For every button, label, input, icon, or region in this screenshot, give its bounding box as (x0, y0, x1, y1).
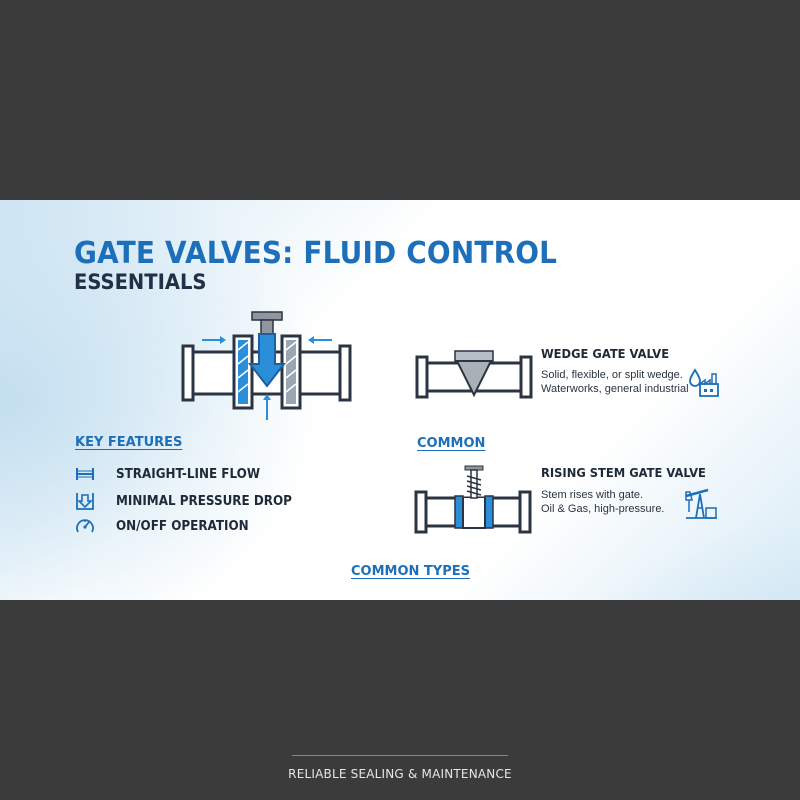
wedge-gate-valve-title: WEDGE GATE VALVE (541, 346, 670, 361)
rising-stem-gate-valve-diagram (414, 465, 532, 534)
wedge-gate-valve-desc-2: Waterworks, general industrial (541, 383, 689, 395)
page-title: GATE VALVES: FLUID CONTROL (74, 236, 558, 271)
feature-straight-line-flow: STRAIGHT-LINE FLOW (74, 463, 273, 485)
gauge-icon (76, 519, 94, 533)
pressure-drop-icon (76, 493, 94, 510)
feature-label: STRAIGHT-LINE FLOW (116, 466, 261, 482)
feature-on-off-operation: ON/OFF OPERATION (74, 515, 260, 537)
rising-stem-gate-valve-title: RISING STEM GATE VALVE (541, 465, 706, 480)
oil-pump-icon (685, 488, 717, 519)
main-gate-valve-diagram (181, 311, 352, 420)
wedge-gate-valve-diagram (415, 350, 533, 399)
straight-line-flow-icon (76, 468, 94, 480)
footer-tagline: RELIABLE SEALING & MAINTENANCE (288, 767, 512, 781)
wedge-gate-valve-desc-1: Solid, flexible, or split wedge. (541, 369, 683, 381)
page-subtitle: ESSENTIALS (74, 270, 207, 294)
common-heading: COMMON (417, 436, 486, 451)
common-types-heading: COMMON TYPES (351, 564, 470, 579)
rising-stem-gate-valve-desc-2: Oil & Gas, high-pressure. (541, 503, 665, 515)
key-features-heading: KEY FEATURES (75, 435, 183, 450)
feature-minimal-pressure-drop: MINIMAL PRESSURE DROP (74, 490, 307, 512)
footer-divider (292, 755, 508, 756)
water-factory-icon (689, 368, 719, 397)
rising-stem-gate-valve-desc-1: Stem rises with gate. (541, 489, 644, 501)
infographic-panel: GATE VALVES: FLUID CONTROL ESSENTIALS (0, 200, 800, 600)
feature-label: MINIMAL PRESSURE DROP (116, 493, 292, 509)
feature-label: ON/OFF OPERATION (116, 518, 249, 534)
